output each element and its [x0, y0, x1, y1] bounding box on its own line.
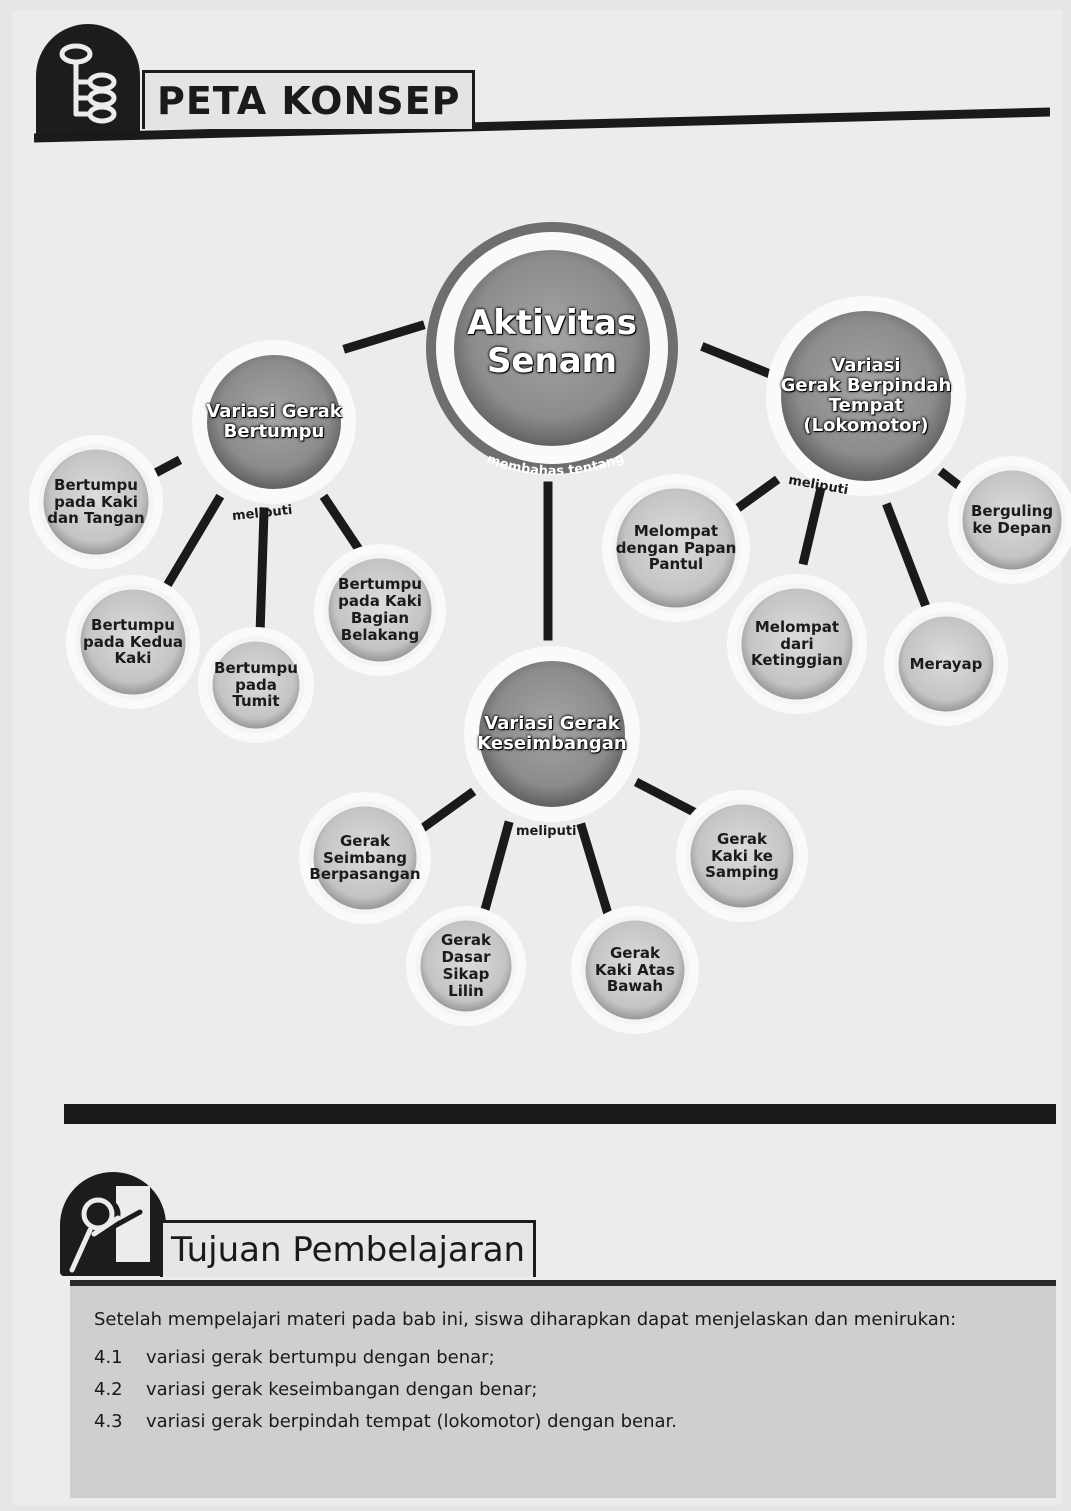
page-title: PETA KONSEP: [142, 70, 476, 129]
branch-connector-label: meliputi: [516, 824, 577, 839]
concept-map-badge: [36, 24, 140, 140]
item-node: [75, 584, 191, 700]
item-node: [685, 799, 799, 913]
objective-number: 4.3: [94, 1411, 123, 1432]
item-node-label: Gerak Kaki Atas Bawah: [595, 943, 675, 996]
objective-item: 4.3 variasi gerak berpindah tempat (loko…: [94, 1406, 1032, 1438]
connector-line: [882, 502, 934, 618]
connector-line: [480, 820, 514, 912]
item-node-label: Gerak Dasar Sikap Lilin: [441, 931, 491, 1000]
connector-line: [633, 777, 701, 819]
concept-map-icon: [59, 43, 117, 124]
objective-item: 4.1 variasi gerak bertumpu dengan benar;: [94, 1342, 1032, 1374]
concept-map: membahas tentang: [29, 222, 1071, 1034]
objective-item: 4.2 variasi gerak keseimbangan dengan be…: [94, 1374, 1032, 1406]
item-node-label: Bertumpu pada Kaki dan Tangan: [47, 475, 145, 528]
teacher-icon: [69, 1186, 150, 1273]
connector-line: [161, 493, 225, 591]
item-node: [207, 636, 305, 734]
item-node: [323, 553, 437, 667]
item-node-label: Bertumpu pada Kedua Kaki: [82, 615, 183, 668]
item-node-label: Melompat dari Ketinggian: [751, 617, 843, 670]
item-node-label: Gerak Seimbang Berpasangan: [309, 831, 421, 884]
branch-node-label: Variasi Gerak Keseimbangan: [477, 712, 627, 754]
learning-goals-intro: Setelah mempelajari materi pada bab ini,…: [94, 1309, 957, 1330]
item-node: [611, 483, 741, 613]
item-node-label: Bertumpu pada Tumit: [214, 658, 298, 711]
item-node: [415, 915, 517, 1017]
item-node: [957, 465, 1067, 575]
learning-goals-box: Setelah mempelajari materi pada bab ini,…: [70, 1280, 1056, 1498]
objective-number: 4.2: [94, 1379, 123, 1400]
item-node: [580, 915, 690, 1025]
center-node-label: Aktivitas Senam: [466, 302, 638, 381]
objective-number: 4.1: [94, 1347, 123, 1368]
connector-line: [342, 320, 426, 354]
branch-node-label: Variasi Gerak Berpindah Tempat (Lokomoto…: [780, 354, 952, 437]
connector-line: [700, 342, 776, 380]
item-node: [38, 444, 154, 560]
learning-goals-title: Tujuan Pembelajaran: [160, 1220, 537, 1277]
item-node: [893, 611, 999, 717]
item-node-label: Gerak Kaki ke Samping: [705, 829, 779, 882]
item-node-label: Melompat dengan Papan Pantul: [615, 521, 737, 574]
connector-line: [731, 475, 781, 515]
section-divider: [64, 1104, 1056, 1124]
branch-node: [473, 655, 631, 813]
objective-text: variasi gerak bertumpu dengan benar;: [146, 1347, 495, 1368]
header-rule: [34, 107, 1050, 143]
center-node: [442, 238, 662, 458]
branch-node-label: Variasi Gerak Bertumpu: [206, 400, 342, 442]
item-node: [736, 583, 858, 705]
item-node-label: Merayap: [909, 654, 983, 673]
connector-line: [413, 787, 477, 837]
item-node-label: Berguling ke Depan: [970, 502, 1054, 537]
branch-node: [775, 305, 957, 487]
connector-line: [255, 507, 269, 639]
item-node: [308, 801, 422, 915]
item-node-label: Bertumpu pada Kaki Bagian Belakang: [338, 575, 422, 644]
learning-goals-badge: [60, 1172, 166, 1276]
connector-line: [576, 822, 614, 920]
objective-text: variasi gerak keseimbangan dengan benar;: [146, 1379, 538, 1400]
connector-line: [319, 493, 365, 555]
connector-line: [798, 486, 826, 566]
objective-text: variasi gerak berpindah tempat (lokomoto…: [146, 1411, 678, 1432]
branch-node: [201, 349, 347, 495]
